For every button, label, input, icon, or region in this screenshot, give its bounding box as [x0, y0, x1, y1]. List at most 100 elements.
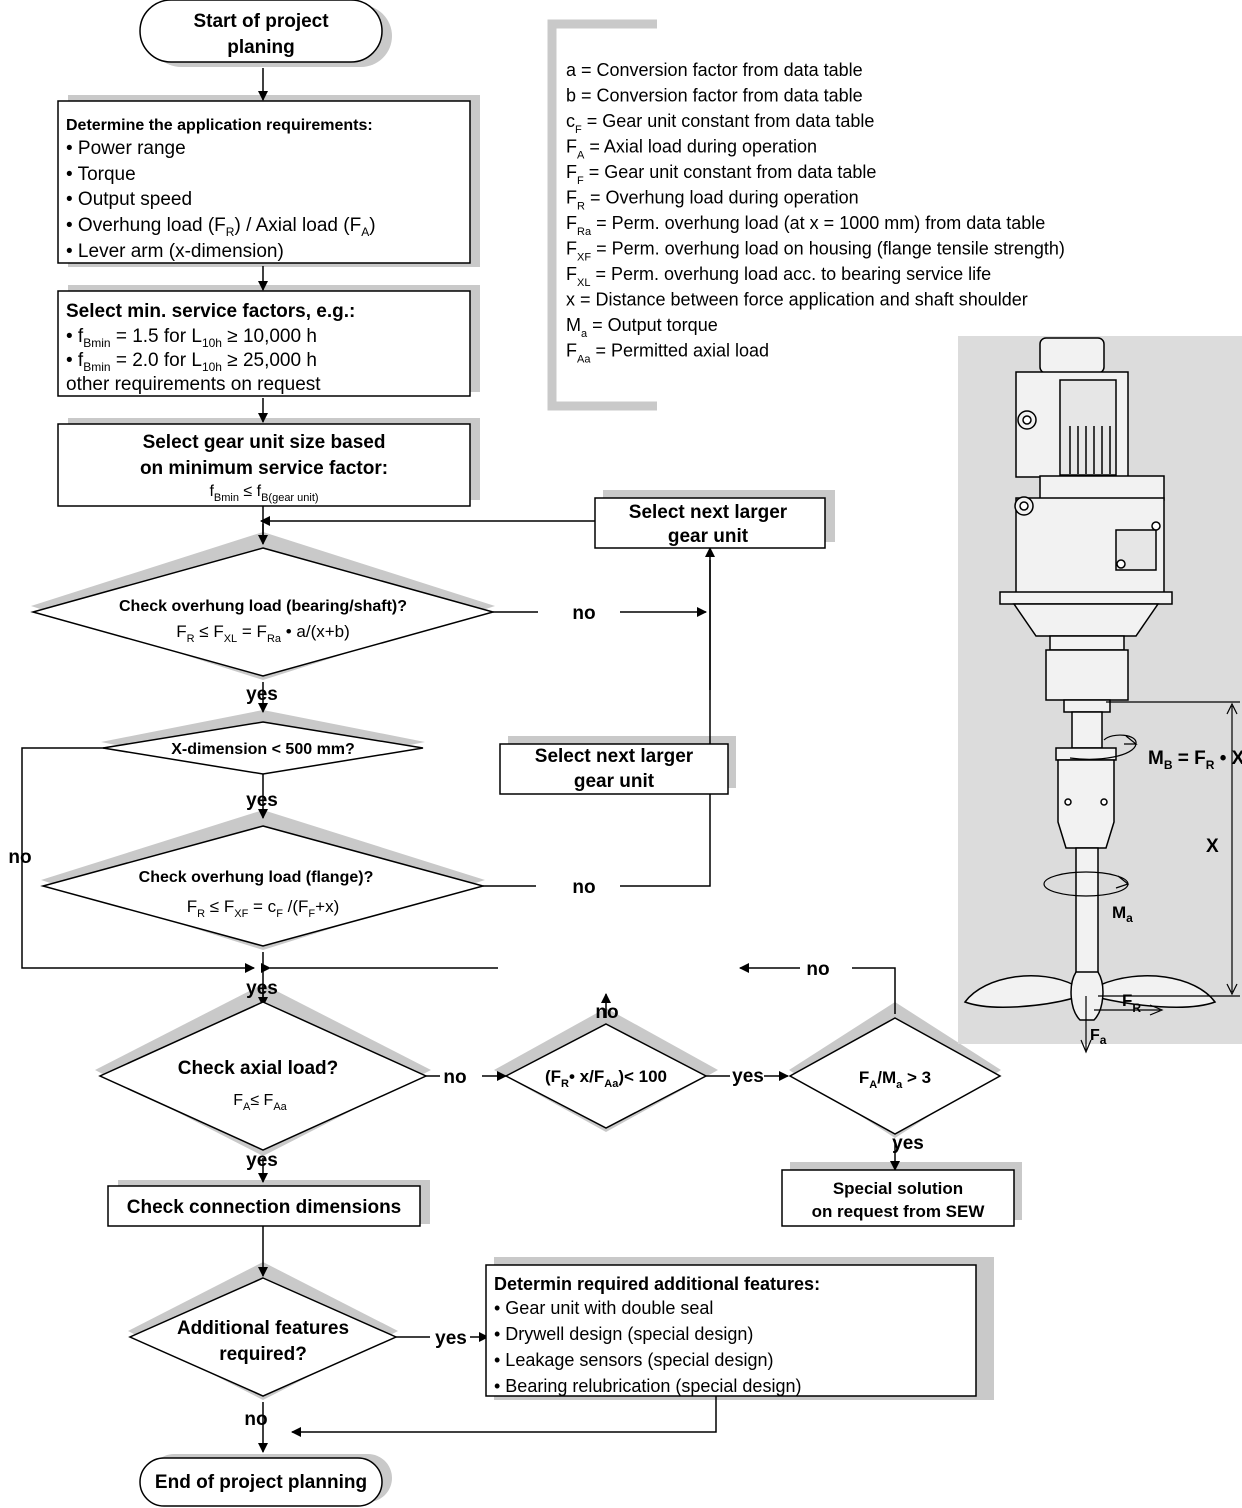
no-label-1: no: [572, 603, 595, 624]
fr-sub: R: [1132, 1001, 1141, 1015]
check-axial-decision: [98, 1001, 428, 1151]
req-item-power: • Power range: [66, 138, 186, 159]
svg-text:MB = FR • X: MB = FR • X: [1148, 748, 1242, 772]
start-line1: Start of project: [193, 11, 329, 32]
legend-item: b = Conversion factor from data table: [566, 86, 863, 106]
special-line1: Special solution: [833, 1179, 963, 1198]
no-label-3: no: [572, 877, 595, 898]
feature-double-seal: • Gear unit with double seal: [494, 1298, 713, 1318]
mb-label: M: [1148, 748, 1164, 769]
fr-label: F: [1122, 991, 1132, 1010]
x-dimension-title: X-dimension < 500 mm?: [171, 741, 355, 758]
legend: a = Conversion factor from data table b =…: [566, 60, 1065, 366]
fa-sub: a: [1100, 1033, 1107, 1047]
service-factors-box: [57, 290, 471, 397]
req-item-overhung: • Overhung load (FR) / Axial load (FA): [66, 215, 376, 239]
legend-item: FXF = Perm. overhung load on housing (fl…: [566, 239, 1065, 264]
service-factors-title: Select min. service factors, e.g.:: [66, 301, 355, 322]
yes-label-2: yes: [246, 790, 278, 811]
requirements-box: [57, 100, 471, 264]
yes-label-4: yes: [246, 1150, 278, 1171]
agitator-illustration: MB = FR • X X Ma FR Fa: [958, 336, 1242, 1054]
legend-item: cF = Gear unit constant from data table: [566, 111, 874, 136]
legend-item: a = Conversion factor from data table: [566, 60, 863, 80]
no-label-2: no: [8, 847, 31, 868]
special-line2: on request from SEW: [812, 1202, 986, 1221]
ma-sub: a: [1126, 911, 1133, 925]
no-label-4: no: [443, 1067, 466, 1088]
additional-features-decision: [128, 1277, 398, 1397]
end-terminal: [139, 1457, 383, 1507]
connection-box: [107, 1185, 421, 1227]
features-title: Determin required additional features:: [494, 1274, 820, 1294]
svg-text:FR: FR: [1122, 991, 1141, 1015]
x-dimension-decision: [102, 721, 424, 775]
check-overhung-flange-title: Check overhung load (flange)?: [139, 869, 374, 886]
start-terminal: [139, 0, 383, 63]
yes-label-1: yes: [246, 684, 278, 705]
check-overhung-bearing-decision: [30, 547, 496, 677]
connectors: [21, 68, 900, 1453]
req-item-torque: • Torque: [66, 164, 136, 185]
features-box: [485, 1264, 977, 1397]
legend-item: FXL = Perm. overhung load acc. to bearin…: [566, 264, 991, 289]
feature-relubrication: • Bearing relubrication (special design): [494, 1376, 801, 1396]
check-axial-formula: FA≤ FAa: [233, 1092, 287, 1113]
legend-item: x = Distance between force application a…: [566, 290, 1028, 310]
requirements-title: Determine the application requirements:: [66, 117, 373, 134]
legend-item: FRa = Perm. overhung load (at x = 1000 m…: [566, 213, 1045, 238]
ratio-decision: [504, 1023, 708, 1129]
next-larger-2-line1: Select next larger: [535, 746, 694, 767]
yes-label-7: yes: [435, 1328, 467, 1349]
mb-sub: B: [1164, 758, 1173, 772]
service-factor-line1: • fBmin = 1.5 for L10h ≥ 10,000 h: [66, 326, 317, 350]
gear-size-line1: Select gear unit size based: [143, 432, 386, 453]
connection-label: Check connection dimensions: [127, 1197, 402, 1218]
next-larger-2-line2: gear unit: [574, 771, 655, 792]
legend-item: FAa = Permitted axial load: [566, 341, 769, 366]
req-item-lever: • Lever arm (x-dimension): [66, 241, 284, 262]
ratio-formula: (FR• x/FAa)< 100: [545, 1067, 667, 1090]
service-factor-line2: • fBmin = 2.0 for L10h ≥ 25,000 h: [66, 350, 317, 374]
additional-line1: Additional features: [177, 1318, 349, 1339]
gear-size-formula: fBmin ≤ fB(gear unit): [209, 483, 318, 504]
x-dimension-label: X: [1206, 836, 1219, 857]
next-larger-1-line2: gear unit: [668, 526, 749, 547]
mb-eq: = F: [1173, 748, 1206, 769]
next-larger-1-line1: Select next larger: [629, 502, 788, 523]
legend-item: FF = Gear unit constant from data table: [566, 162, 876, 187]
no-label-5: no: [595, 1002, 618, 1023]
next-larger-box-1: [594, 497, 826, 549]
gear-size-box: [57, 423, 471, 507]
fa-ma-formula: FA/Ma > 3: [859, 1068, 931, 1091]
special-solution-box: [781, 1169, 1015, 1227]
end-label: End of project planning: [155, 1472, 367, 1493]
ma-label: M: [1112, 903, 1126, 922]
next-larger-box-2: [499, 743, 729, 795]
check-axial-title: Check axial load?: [178, 1058, 339, 1079]
legend-bracket: [547, 19, 657, 411]
fa-label: F: [1090, 1027, 1100, 1044]
no-label-7: no: [244, 1409, 267, 1430]
additional-line2: required?: [219, 1344, 307, 1365]
svg-text:Ma: Ma: [1112, 903, 1133, 925]
start-line2: planing: [227, 37, 295, 58]
feature-drywell: • Drywell design (special design): [494, 1324, 753, 1344]
legend-item: FR = Overhung load during operation: [566, 188, 859, 213]
legend-item: FA = Axial load during operation: [566, 137, 817, 162]
req-item-speed: • Output speed: [66, 189, 192, 210]
check-overhung-bearing-title: Check overhung load (bearing/shaft)?: [119, 598, 407, 615]
check-overhung-bearing-formula: FR ≤ FXL = FRa • a/(x+b): [176, 622, 350, 645]
check-overhung-flange-formula: FR ≤ FXF = cF /(FF+x): [187, 897, 340, 920]
check-overhung-flange-decision: [40, 825, 486, 947]
mb-sub2: R: [1206, 758, 1215, 772]
feature-leakage: • Leakage sensors (special design): [494, 1350, 773, 1370]
svg-text:Fa: Fa: [1090, 1027, 1107, 1047]
yes-label-5: yes: [732, 1066, 764, 1087]
gear-size-line2: on minimum service factor:: [140, 458, 388, 479]
legend-item: Ma = Output torque: [566, 315, 718, 340]
mb-tail: • X: [1214, 748, 1242, 769]
no-label-6: no: [806, 959, 829, 980]
